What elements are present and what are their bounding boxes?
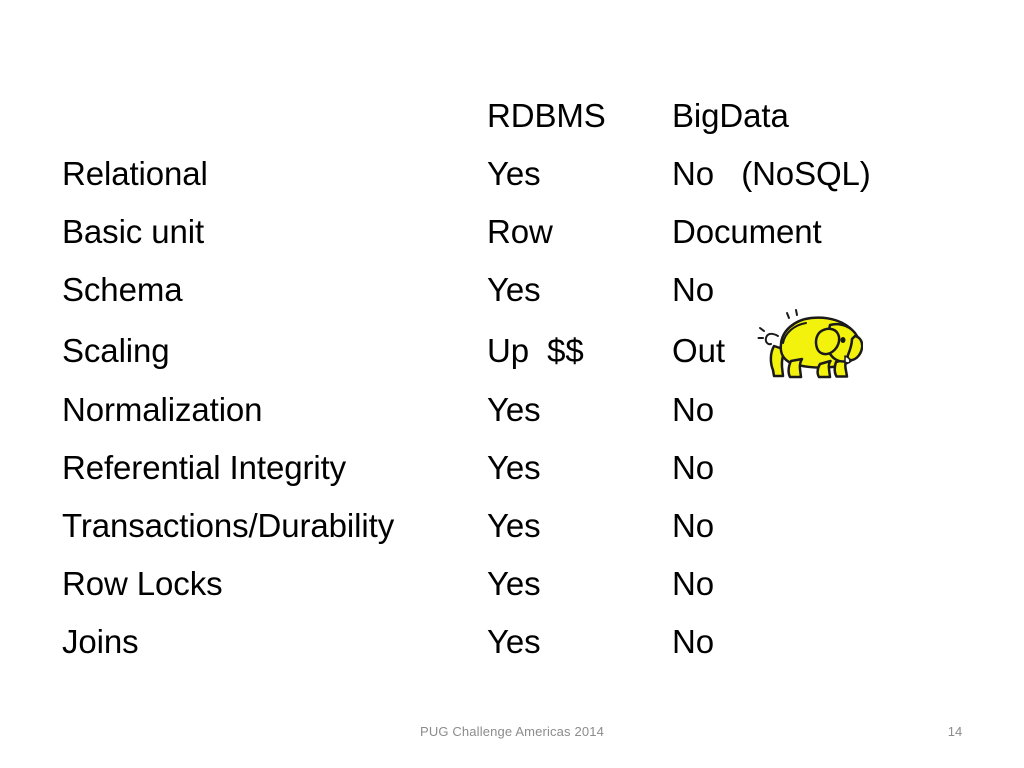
row-label: Basic unit (62, 213, 205, 250)
row-value-bigdata: Document (672, 213, 822, 250)
row-value-bigdata: No (672, 623, 714, 660)
table-row: Schema Yes No (0, 270, 1024, 328)
hadoop-elephant-icon (757, 307, 863, 381)
row-label: Scaling (62, 332, 170, 369)
row-label: Referential Integrity (62, 449, 347, 486)
row-label: Row Locks (62, 565, 223, 602)
row-label: Transactions/Durability (62, 507, 395, 544)
table-row: Joins Yes No (0, 622, 1024, 680)
page-number: 14 (947, 724, 963, 739)
table-row: Referential Integrity Yes No (0, 448, 1024, 506)
table-row: Transactions/Durability Yes No (0, 506, 1024, 564)
row-label: Normalization (62, 391, 263, 428)
row-value-bigdata: No (672, 271, 714, 308)
row-value-rdbms: Yes (487, 623, 541, 660)
row-value-bigdata: No (672, 391, 714, 428)
table-row: Normalization Yes No (0, 390, 1024, 448)
row-value-rdbms: Yes (487, 449, 541, 486)
row-value-bigdata: No (672, 565, 714, 602)
row-value-rdbms: Yes (487, 391, 541, 428)
footer-note: PUG Challenge Americas 2014 (420, 724, 604, 739)
row-label: Relational (62, 155, 208, 192)
column-header-bigdata: BigData (672, 97, 789, 134)
row-value-rdbms: Up $$ (487, 332, 584, 369)
row-value-rdbms: Yes (487, 155, 541, 192)
column-header-rdbms: RDBMS (487, 97, 606, 134)
row-label: Schema (62, 271, 183, 308)
table-row: Scaling Up $$ Out (0, 331, 1024, 389)
row-value-bigdata: No (NoSQL) (672, 155, 871, 192)
row-label: Joins (62, 623, 139, 660)
row-value-bigdata: No (672, 507, 714, 544)
table-row: Basic unit Row Document (0, 212, 1024, 270)
row-value-rdbms: Yes (487, 271, 541, 308)
row-value-rdbms: Yes (487, 565, 541, 602)
row-value-bigdata: No (672, 449, 714, 486)
table-header-row: RDBMS BigData (0, 96, 1024, 154)
table-row: Row Locks Yes No (0, 564, 1024, 622)
row-value-rdbms: Row (487, 213, 553, 250)
table-row: Relational Yes No (NoSQL) (0, 154, 1024, 212)
row-value-rdbms: Yes (487, 507, 541, 544)
row-value-bigdata: Out (672, 332, 725, 369)
